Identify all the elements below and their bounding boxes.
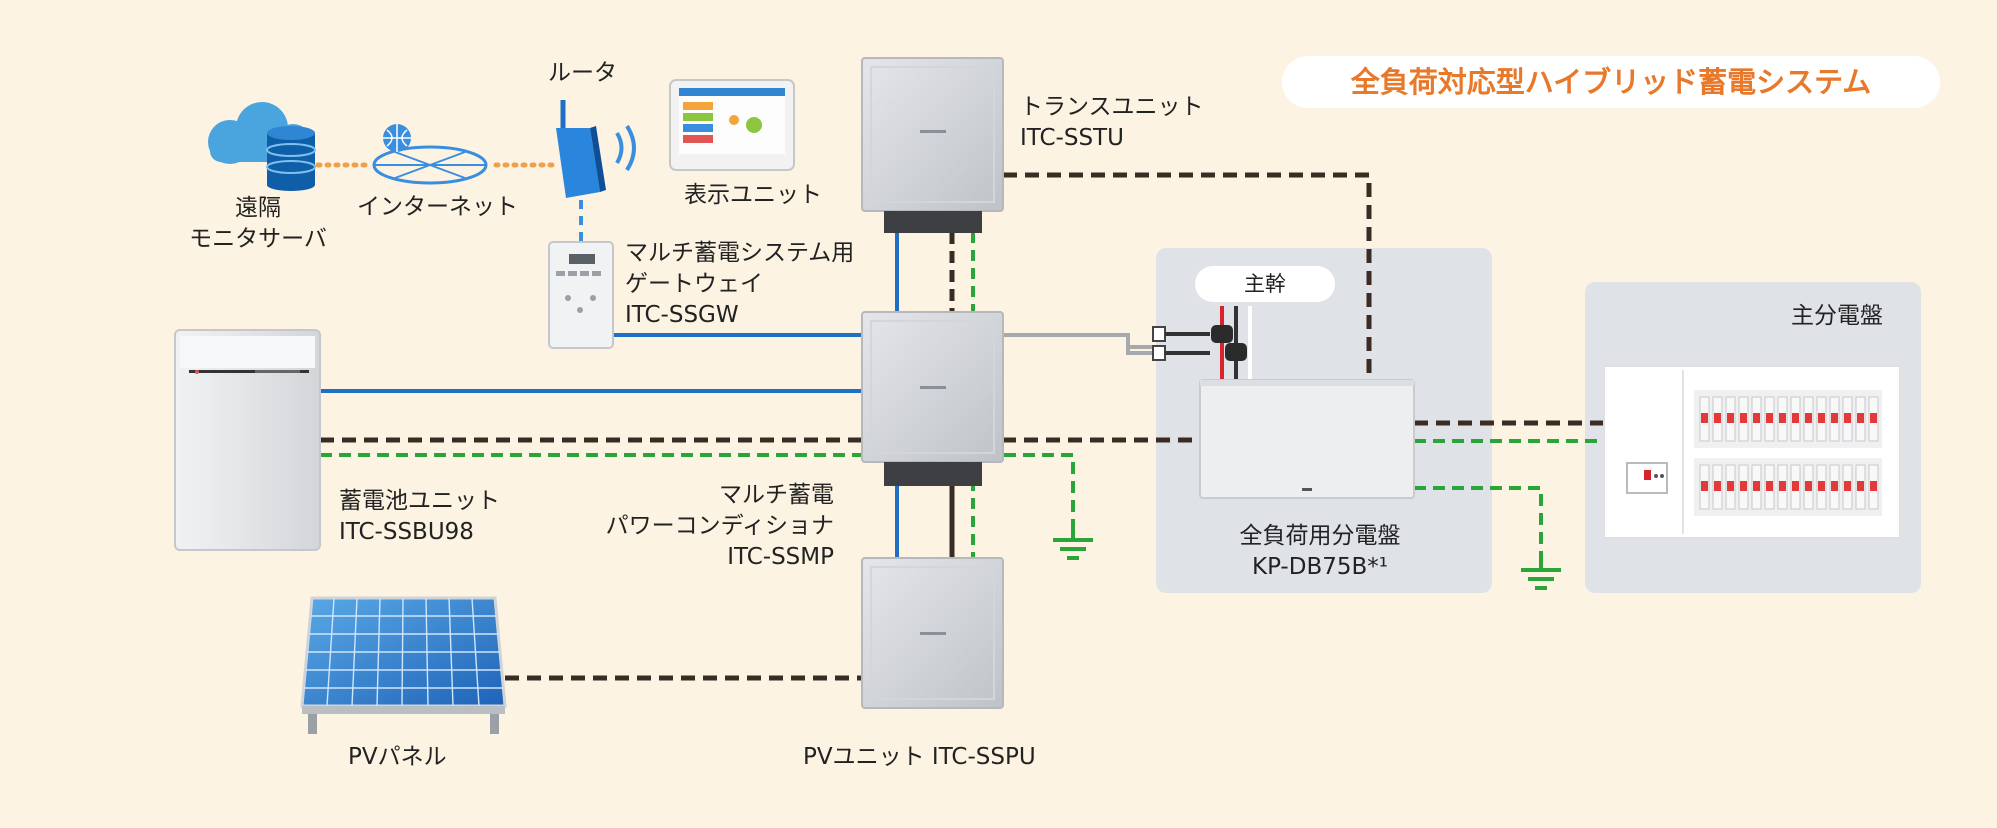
gateway-label: マルチ蓄電システム用 ゲートウェイ ITC-SSGW xyxy=(625,238,854,331)
breaker-toggle xyxy=(1714,481,1721,491)
breaker-toggle xyxy=(1857,481,1864,491)
remote-server-label-line2: モニタサーバ xyxy=(189,226,327,252)
breaker-toggle xyxy=(1740,481,1747,491)
pcs-label-line1: マルチ蓄電 xyxy=(719,482,834,508)
breaker-toggle xyxy=(1857,413,1864,423)
breaker-toggle xyxy=(1779,413,1786,423)
breaker-toggle xyxy=(1753,413,1760,423)
remote-server-label: 遠隔 モニタサーバ xyxy=(188,193,328,255)
breaker-toggle xyxy=(1727,481,1734,491)
trans-unit-device xyxy=(861,57,1004,233)
trans-to-panel-power-line xyxy=(1003,172,1372,380)
breaker-toggle xyxy=(1740,413,1747,423)
display-unit-label: 表示ユニット xyxy=(684,182,822,208)
power-conditioner-device xyxy=(861,311,1004,486)
internet-icon xyxy=(372,124,488,185)
breaker-toggle xyxy=(1870,481,1877,491)
gateway-label-line1: マルチ蓄電システム用 xyxy=(625,240,855,266)
breaker-toggle xyxy=(1844,481,1851,491)
pv-panel-device xyxy=(300,596,507,734)
breaker-toggle xyxy=(1818,481,1825,491)
breaker-toggle xyxy=(1870,413,1877,423)
pcs-label-line3: ITC-SSMP xyxy=(727,544,834,570)
pcs-to-panel-wire-2 xyxy=(1126,335,1160,355)
ct-sensor-2 xyxy=(1225,343,1247,361)
gateway-device-icon xyxy=(548,241,614,349)
breaker-toggle xyxy=(1701,481,1708,491)
diagram-title: 全負荷対応型ハイブリッド蓄電システム xyxy=(1282,56,1940,108)
pcs-to-panel-wire xyxy=(1003,333,1160,349)
pcs-label: マルチ蓄電 パワーコンディショナ ITC-SSMP xyxy=(570,480,834,573)
battery-label-line2: ITC-SSBU98 xyxy=(339,519,474,545)
pcs-label-line2: パワーコンディショナ xyxy=(605,513,834,539)
breaker-toggle xyxy=(1766,413,1773,423)
breaker-toggle xyxy=(1792,413,1799,423)
breaker-toggle xyxy=(1805,413,1812,423)
ground-symbol-2 xyxy=(1521,560,1561,590)
breaker-toggle xyxy=(1727,413,1734,423)
ct-sensor-1 xyxy=(1211,325,1233,343)
full-load-panel-label-line2: KP-DB75B*¹ xyxy=(1251,554,1388,580)
gateway-label-line2: ゲートウェイ xyxy=(625,271,763,297)
battery-unit-device xyxy=(174,329,321,551)
main-distribution-label: 主分電盤 xyxy=(1791,303,1883,329)
breaker-toggle xyxy=(1779,481,1786,491)
trans-unit-label-line2: ITC-SSTU xyxy=(1020,125,1124,151)
breaker-toggle xyxy=(1792,481,1799,491)
router-label: ルータ xyxy=(548,60,617,86)
battery-ground-line xyxy=(320,453,1075,528)
pv-panel-label: PVパネル xyxy=(348,744,447,770)
server-database-icon xyxy=(266,126,316,191)
breaker-rows xyxy=(1699,396,1879,510)
terminal-2 xyxy=(1152,345,1166,361)
breaker-toggle xyxy=(1753,481,1760,491)
trans-unit-label: トランスユニット ITC-SSTU xyxy=(1020,92,1204,154)
trans-unit-label-line1: トランスユニット xyxy=(1020,94,1204,120)
breaker-toggle xyxy=(1844,413,1851,423)
breaker-toggle xyxy=(1818,413,1825,423)
battery-label-line1: 蓄電池ユニット xyxy=(339,488,500,514)
gateway-label-line3: ITC-SSGW xyxy=(625,302,739,328)
breaker-toggle xyxy=(1714,413,1721,423)
cable-to-panel xyxy=(1165,332,1210,355)
pv-unit-label: PVユニット ITC-SSPU xyxy=(803,744,1036,770)
breaker-toggle xyxy=(1766,481,1773,491)
breaker-toggle xyxy=(1805,481,1812,491)
main-distribution-board xyxy=(1603,365,1901,539)
full-load-panel-device xyxy=(1199,379,1415,499)
display-unit-icon xyxy=(669,79,795,171)
breaker-toggle xyxy=(1701,413,1708,423)
breaker-toggle xyxy=(1831,413,1838,423)
panel-ground-line xyxy=(1414,486,1543,560)
router-icon xyxy=(556,100,636,198)
ground-symbol-1 xyxy=(1053,528,1093,560)
pv-unit-device xyxy=(861,557,1004,709)
terminal-1 xyxy=(1152,326,1166,342)
full-load-panel-label-line1: 全負荷用分電盤 xyxy=(1239,523,1401,549)
breaker-toggle xyxy=(1831,481,1838,491)
battery-label: 蓄電池ユニット ITC-SSBU98 xyxy=(339,486,500,548)
full-load-panel-label: 全負荷用分電盤 KP-DB75B*¹ xyxy=(1180,521,1460,583)
internet-label: インターネット xyxy=(357,194,518,220)
main-trunk-badge: 主幹 xyxy=(1195,266,1335,302)
remote-server-label-line1: 遠隔 xyxy=(235,195,281,221)
